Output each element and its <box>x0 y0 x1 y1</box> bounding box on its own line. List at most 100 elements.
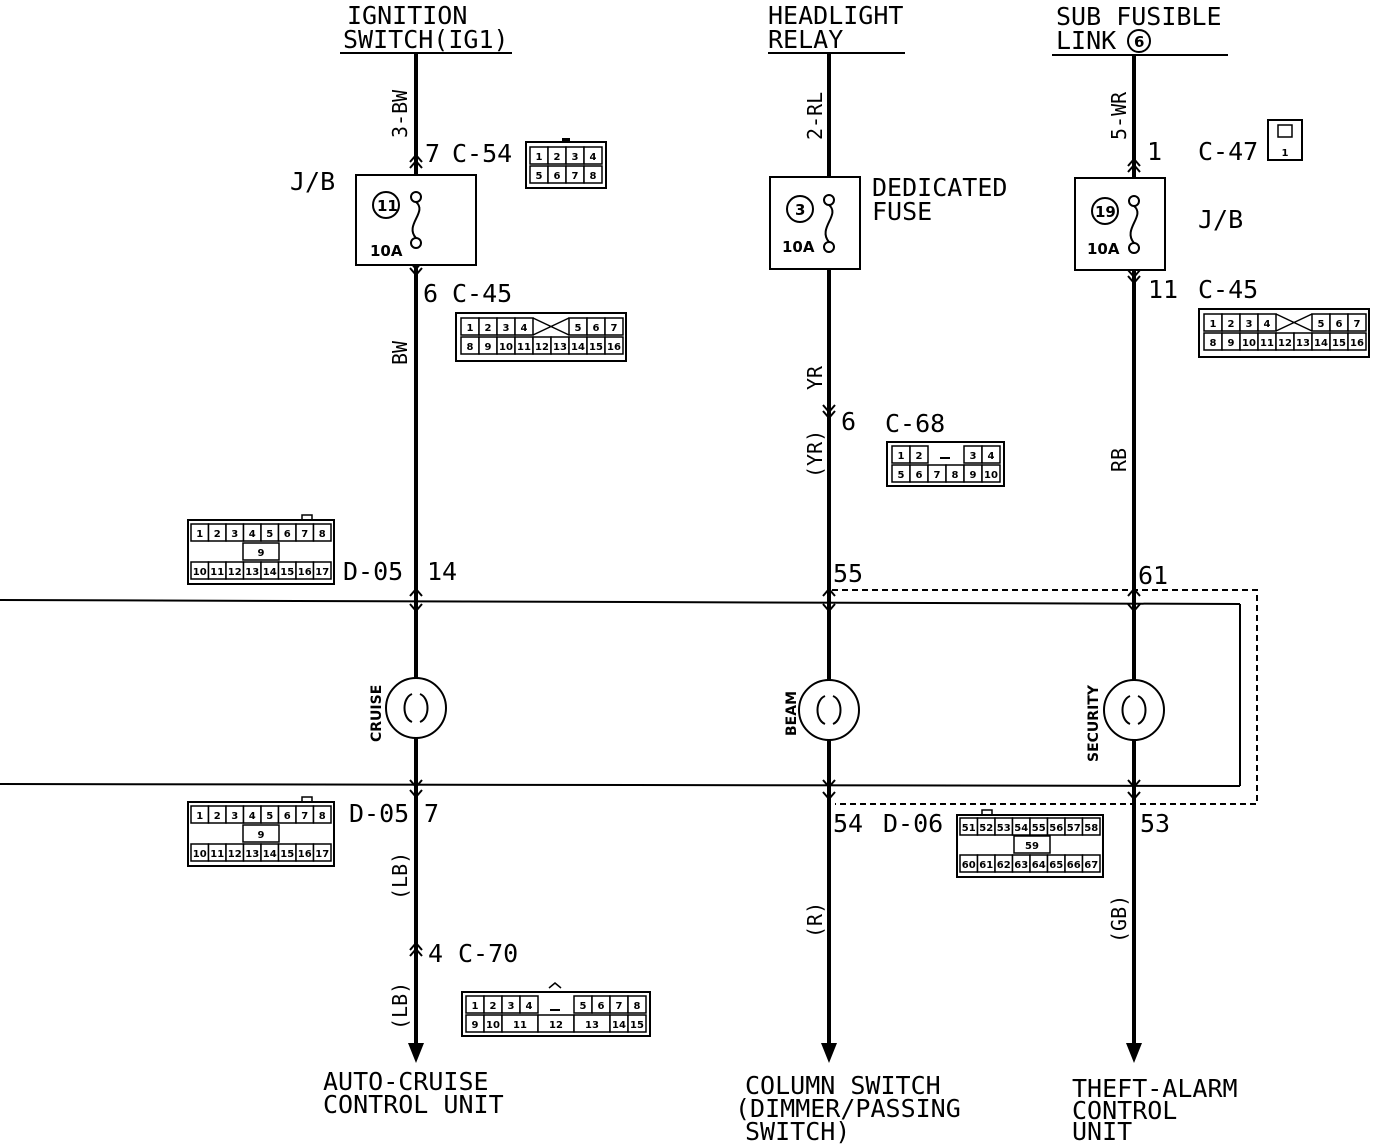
c45-left-pin: 15 <box>589 342 603 353</box>
c45-right-pin: 5 <box>1318 319 1325 330</box>
connector-face-d05-bot-pin: 3 <box>231 811 238 822</box>
clock-spring-security: SECURITY <box>1086 684 1102 762</box>
c54-pin: 4 <box>590 152 597 163</box>
fuse-right-box-label: J/B <box>1198 205 1243 234</box>
connector-face-d05-bot-pin: 7 <box>301 811 308 822</box>
connector-face-d05-bot-pin: 17 <box>315 849 329 860</box>
c45-right-pin: 16 <box>1350 338 1364 349</box>
c45-left-pin: 16 <box>607 342 621 353</box>
c70-pin: 14 <box>612 1020 626 1031</box>
connector-labels: 7 C-54 6 C-45 1 C-47 11 C-45 6 C-68 D-05… <box>343 137 1258 968</box>
d06-pin: 53 <box>997 823 1011 834</box>
c45-left-pin: 2 <box>485 323 492 334</box>
c70-pin: 4 <box>428 939 443 968</box>
fuse-right-rating: 10A <box>1087 240 1120 258</box>
c45-right-pin: 6 <box>1336 319 1343 330</box>
connector-face-d05-top-pin: 8 <box>319 529 326 540</box>
c45-right-pin: 8 <box>1210 338 1217 349</box>
c70-pin: 8 <box>634 1001 641 1012</box>
fuse-middle: 3 10A DEDICATED FUSE <box>769 173 1007 270</box>
dest-middle-line3: SWITCH) <box>745 1117 850 1144</box>
d06-pin: 67 <box>1084 860 1098 871</box>
mid-top-pin: 55 <box>833 559 863 588</box>
connector-face-d05-top-pin: 2 <box>214 529 221 540</box>
c68-pin: 6 <box>916 470 923 481</box>
d06-pin: 58 <box>1084 823 1098 834</box>
source-middle-line1: HEADLIGHT <box>768 1 903 30</box>
wire-left-top: 3-BW <box>388 89 412 138</box>
wire-left-bot2: (LB) <box>388 982 412 1030</box>
c68-name: C-68 <box>885 409 945 438</box>
connector-face-d05-bot-pin: 6 <box>284 811 291 822</box>
fuse-right: 19 10A J/B <box>1074 177 1243 271</box>
c45-left-pin: 11 <box>517 342 531 353</box>
connector-face-d05-bot-pin: 14 <box>263 849 277 860</box>
source-left-line1: IGNITION <box>347 1 467 30</box>
connector-face-d05-top-pin: 11 <box>210 567 224 578</box>
dest-middle-line2: (DIMMER/PASSING <box>735 1094 961 1123</box>
connector-face-d05-bot-pin: 9 <box>258 830 265 841</box>
c68-pin: 6 <box>841 407 856 436</box>
right-bot-pin: 53 <box>1140 809 1170 838</box>
c70-pin: 5 <box>580 1001 587 1012</box>
connector-face-d05-bot-pin: 10 <box>193 849 207 860</box>
c45-left-pin: 14 <box>571 342 585 353</box>
c47-face-pin: 1 <box>1282 148 1289 159</box>
c45-right-pin: 11 <box>1260 338 1274 349</box>
c70-pin: 9 <box>472 1020 479 1031</box>
dest-right-line2: CONTROL <box>1072 1096 1177 1125</box>
d06-pin: 57 <box>1067 823 1081 834</box>
connector-face-d05-bot-pin: 16 <box>298 849 312 860</box>
fuse-left-num: 11 <box>377 197 398 215</box>
destination-theft-alarm: THEFT-ALARM CONTROL UNIT <box>1072 1074 1238 1144</box>
c45-right-pin: 13 <box>1296 338 1310 349</box>
c68-pin: 2 <box>916 451 923 462</box>
clock-spring: CRUISE BEAM SECURITY <box>0 589 1258 805</box>
c45-right-pin: 11 <box>1148 275 1178 304</box>
c45-right-pin: 4 <box>1264 319 1271 330</box>
c47-name: C-47 <box>1198 137 1258 166</box>
wire-right-top: 5-WR <box>1107 91 1131 140</box>
source-right-line1: SUB FUSIBLE <box>1056 2 1222 31</box>
destination-column-switch: COLUMN SWITCH (DIMMER/PASSING SWITCH) <box>735 1071 961 1144</box>
c45-left-pin: 1 <box>467 323 474 334</box>
destination-auto-cruise: AUTO-CRUISE CONTROL UNIT <box>323 1067 504 1119</box>
c68-pin: 3 <box>970 451 977 462</box>
connector-face-d05-bot-pin: 4 <box>249 811 256 822</box>
c54-pin: 8 <box>590 171 597 182</box>
c70-pin: 10 <box>486 1020 500 1031</box>
wire-right-mid: RB <box>1107 448 1131 472</box>
c45-right-pin: 12 <box>1278 338 1292 349</box>
c68-pin: 5 <box>898 470 905 481</box>
wire-mid-bot: (R) <box>803 902 827 938</box>
c45-left-pin: 7 <box>611 323 618 334</box>
c45-left-pin: 8 <box>467 342 474 353</box>
d06-pin: 60 <box>962 860 976 871</box>
c54-pin: 1 <box>536 152 543 163</box>
connector-face-d05-top-pin: 7 <box>301 529 308 540</box>
connector-face-d05-top-pin: 5 <box>266 529 273 540</box>
c45-left-name: C-45 <box>452 279 512 308</box>
wire-right-bot: (GB) <box>1107 895 1131 943</box>
connector-face-d05-bot-pin: 12 <box>228 849 242 860</box>
source-sub-fusible-link: SUB FUSIBLE LINK 6 <box>1052 2 1228 56</box>
c68-pin: 10 <box>984 470 998 481</box>
c45-right-pin: 3 <box>1246 319 1253 330</box>
c70-pin: 1 <box>472 1001 479 1012</box>
c45-left-pin: 12 <box>535 342 549 353</box>
c70-pin: 3 <box>508 1001 515 1012</box>
fuse-left-rating: 10A <box>370 242 403 260</box>
connector-face-d05-top-pin: 14 <box>263 567 277 578</box>
d06-pin: 55 <box>1032 823 1046 834</box>
c68-pin: 4 <box>988 451 995 462</box>
dest-right-line3: UNIT <box>1072 1117 1132 1144</box>
